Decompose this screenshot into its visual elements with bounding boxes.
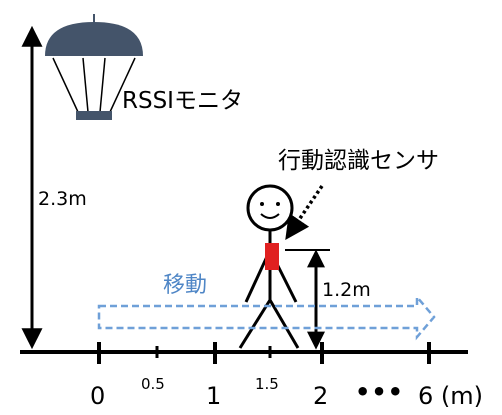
tick-label-1: 1 xyxy=(206,382,221,410)
rssi-monitor-label: RSSIモニタ xyxy=(122,88,243,114)
sensor-height-label: 1.2m xyxy=(322,279,371,301)
person-head xyxy=(246,184,294,232)
monitor-height-label: 2.3m xyxy=(38,188,87,210)
tick-label-1-5: 1.5 xyxy=(255,375,279,393)
person-figure xyxy=(238,184,300,349)
sensor-device xyxy=(265,243,279,270)
movement-label: 移動 xyxy=(163,273,207,298)
sensor-pointer-arrow xyxy=(285,185,324,241)
tick-label-6: 6 (m) xyxy=(418,382,483,410)
rssi-monitor-icon xyxy=(45,14,143,120)
tick-label-0: 0 xyxy=(90,382,105,410)
tick-label-2: 2 xyxy=(313,382,328,410)
tick-label-0-5: 0.5 xyxy=(141,375,165,393)
minor-ticks xyxy=(155,346,272,358)
movement-arrow xyxy=(97,293,436,341)
sensor-label: 行動認識センサ xyxy=(278,148,439,174)
axis-ellipsis: ••• xyxy=(355,378,404,406)
